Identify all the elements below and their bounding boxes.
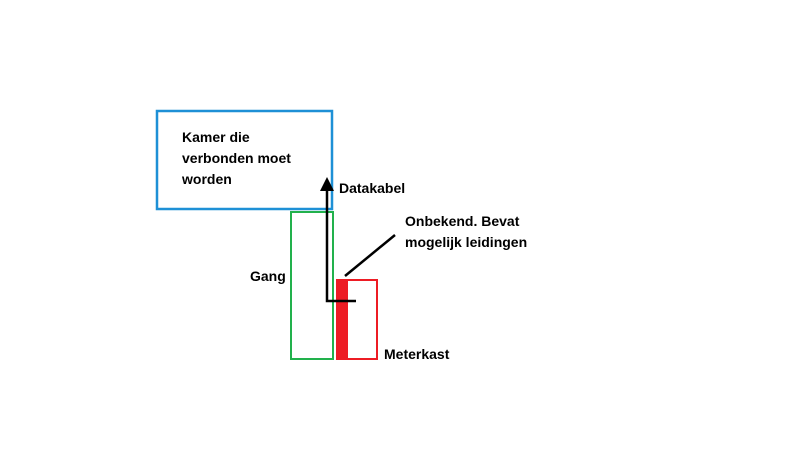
room-label-line-3: worden — [182, 171, 232, 187]
meter-cupboard-label: Meterkast — [384, 346, 450, 362]
unknown-label-line-2: mogelijk leidingen — [405, 234, 528, 250]
room-box — [155, 109, 334, 211]
hallway-box — [290, 211, 334, 360]
data-cable-arrowhead-icon — [320, 177, 334, 191]
unknown-pointer-line — [344, 234, 396, 277]
room-label-line-1: Kamer die — [182, 129, 250, 145]
room-label: Kamer die verbonden moet worden — [182, 127, 291, 190]
unknown-label-line-1: Onbekend. Bevat — [405, 213, 520, 229]
cable-label: Datakabel — [339, 180, 406, 196]
unknown-label: Onbekend. Bevat mogelijk leidingen — [405, 211, 527, 253]
room-label-line-2: verbonden moet — [182, 150, 291, 166]
unknown-wall-section — [337, 280, 348, 359]
data-cable-line — [325, 190, 356, 303]
hallway-label: Gang — [250, 268, 286, 284]
